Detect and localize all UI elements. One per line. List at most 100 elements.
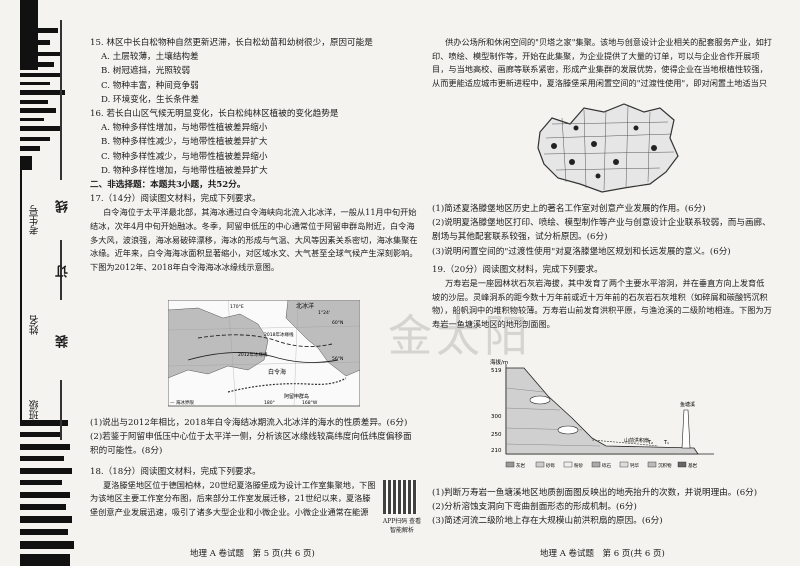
seal-word: 订 xyxy=(56,265,71,278)
q15-option: B. 树冠遮挡，光照较弱 xyxy=(101,66,191,77)
bering-sea-map: 北冰洋 白令海 阿留申群岛 2018年冰缘线 2012年冰缘线 — 海冰界限 6… xyxy=(168,300,360,407)
barcode-bar xyxy=(20,492,70,498)
q15-option: C. 物种丰富，种间竞争弱 xyxy=(101,80,199,91)
map-coord: 168°W xyxy=(302,400,318,406)
barcode-bar xyxy=(20,118,44,121)
barcode-bar xyxy=(20,108,56,113)
profile-feature: T₂ xyxy=(647,440,653,446)
q17-sub1: (1)说出与2012年相比，2018年白令海结冰期流入北冰洋的海水的性质差异。(… xyxy=(90,418,408,428)
map-label: 2012年冰缘线 xyxy=(238,351,268,358)
q18-material: 夏洛滕堡地区位于德国柏林，20世纪夏洛滕堡成为设计工作室集聚地，下图为该地区主要… xyxy=(90,479,376,517)
studio-markers xyxy=(551,125,657,179)
q16-stem: 16. 若长白山区气候无明显变化，长白松纯林区植被的变化趋势是 xyxy=(90,109,339,120)
left-column-lower: (1)说出与2012年相比，2018年白令海结冰期流入北冰洋的海水的性质差异。(… xyxy=(90,416,420,521)
barcode-bar xyxy=(20,28,58,33)
barcode-bar xyxy=(20,146,40,151)
barcode-bar xyxy=(20,468,72,474)
district-boundary xyxy=(537,103,679,193)
right-column: 供办公场所和休闲空间的"贝塔之家"集聚。该地与创意设计企业相关的配套服务产业，如… xyxy=(432,36,772,90)
barcode-bar xyxy=(20,456,64,461)
profile-feature: 山前洪积扇 xyxy=(624,437,649,444)
map-label: 白令海 xyxy=(268,368,286,376)
barcode-bar xyxy=(20,0,38,70)
barcode-bar xyxy=(20,62,54,67)
barcode-bar xyxy=(20,480,62,485)
q15-option: A. 土层较薄，土壤结构差 xyxy=(101,52,199,63)
barcode-bar xyxy=(20,516,72,523)
q19-stem: 19.（20分）阅读图文材料，完成下列要求。 xyxy=(432,264,603,275)
legend-item: 灰岩 xyxy=(516,462,525,469)
q18-sub1: (1)简述夏洛滕堡地区历史上的著名工作室对创意产业发展的作用。(6分) xyxy=(432,204,706,214)
seal-line xyxy=(60,20,62,180)
qr-code[interactable] xyxy=(383,480,417,514)
q17-stem: 17.（14分）阅读图文材料，完成下列要求。 xyxy=(90,194,261,205)
map-coord: 60°N xyxy=(332,320,343,326)
barcode-bar xyxy=(20,73,60,77)
qr-caption: APP扫码 查看智能解析 xyxy=(382,518,422,534)
map-coord: 1°24' xyxy=(318,310,330,316)
legend-item: 基岩 xyxy=(688,462,697,469)
terrain-profile: 海拔/m 210 250 300 519 山前洪积扇 鱼塘溪 T₁ T₂ 灰岩 … xyxy=(490,358,714,469)
q18-stem: 18.（18分）阅读图文材料，完成下列要求。 xyxy=(90,466,261,477)
map-label: 北冰洋 xyxy=(296,302,314,310)
asia-landmass xyxy=(168,307,269,379)
charlottenburg-map xyxy=(537,103,679,193)
q16-option: B. 物种多样性减少，与地带性植被差异扩大 xyxy=(101,137,268,148)
map-label: 2018年冰缘线 xyxy=(264,331,294,338)
profile-ytick: 250 xyxy=(491,432,502,438)
left-column: 15. 林区中长白松物种自然更新迟滞，长白松幼苗和幼树很少，原因可能是 A. 土… xyxy=(90,36,420,288)
seal-word: 装 xyxy=(56,335,71,348)
q16-option: C. 物种多样性减少，与地带性植被差异缩小 xyxy=(101,151,268,162)
seal-line xyxy=(60,240,62,300)
barcode-bar xyxy=(20,52,62,56)
cave-lower xyxy=(557,425,579,435)
ice-edge-2018 xyxy=(197,334,333,347)
profile-ytick: 210 xyxy=(491,448,502,454)
barcode-bar xyxy=(20,126,60,131)
q16-option: A. 物种多样性增加，与地带性植被差异缩小 xyxy=(101,123,268,134)
barcode-bar xyxy=(20,137,50,141)
q18-material-cont: 供办公场所和休闲空间的"贝塔之家"集聚。该地与创意设计企业相关的配套服务产业，如… xyxy=(432,37,772,88)
map-coord: 56°N xyxy=(332,356,343,362)
binding-line xyxy=(20,170,22,420)
q19-sub3: (3)简述河流二级阶地上存在大规模山前洪积扇的原因。(6分) xyxy=(432,516,663,527)
page-footer: 地理 A 卷试题 第 6 页(共 6 页) xyxy=(540,549,665,559)
barcode-bar xyxy=(20,504,66,510)
barcode-bar xyxy=(20,529,68,535)
limestone-hill xyxy=(505,367,699,455)
q17-material: 白令海位于太平洋最北部，其海冰通过白令海峡向北流入北冰洋，一般从11月中旬开始结… xyxy=(90,207,418,272)
name-label: 姓名 xyxy=(30,315,41,335)
q15-option: D. 环境变化，生长条件差 xyxy=(101,94,199,105)
barcode-bar xyxy=(20,554,70,566)
right-questions: (1)简述夏洛滕堡地区历史上的著名工作室对创意产业发展的作用。(6分) (2)说… xyxy=(432,202,772,345)
ice-edge-2012 xyxy=(187,352,339,363)
barcode-bar xyxy=(20,432,60,437)
legend-item: 砾石 xyxy=(602,462,611,469)
seal-word: 线 xyxy=(56,200,71,213)
q18-sub2: (2)说明夏洛滕堡地区打印、喷绘、模型制作等产业与创意设计企业联系较弱，而与画廊… xyxy=(432,218,771,243)
legend-item: 粉砂 xyxy=(574,462,583,469)
q15-stem: 15. 林区中长白松物种自然更新迟滞，长白松幼苗和幼树很少，原因可能是 xyxy=(90,38,373,48)
section-heading: 二、非选择题：本题共3小题，共52分。 xyxy=(90,180,246,191)
q19-sub2: (2)分析溶蚀支洞向下弯曲剖面形态的形成机制。(6分) xyxy=(432,502,637,513)
q16-option: D. 物种多样性增加，与地带性植被差异扩大 xyxy=(101,165,268,176)
legend-item: 砂砾 xyxy=(546,462,555,469)
profile-feature: T₁ xyxy=(663,440,669,446)
map-coord: 180° xyxy=(264,400,275,406)
barcode-bar xyxy=(20,444,70,450)
q19-material: 万寿岩是一座园林状石灰岩海拔，其中发育了两个主要水平溶洞，并在垂直方向上发育低坡… xyxy=(432,278,772,329)
map-coord: 170°E xyxy=(230,304,244,310)
q18-sub3: (3)说明闲置空间的"过渡性使用"对夏洛滕堡地区规划和长远发展的意义。(6分) xyxy=(432,246,731,257)
barcode-bar xyxy=(20,541,74,549)
map-legend: — 海冰界限 xyxy=(170,399,194,406)
q19-sub1: (1)判断万寿岩一鱼塘溪地区地质剖面图反映出的地壳抬升的次数，并说明理由。(6分… xyxy=(432,488,758,498)
barcode-bar xyxy=(20,156,32,170)
cave-upper xyxy=(529,395,551,405)
class-label: 班级 xyxy=(30,400,41,420)
river-bank xyxy=(681,409,691,449)
legend-item: 钙华 xyxy=(630,462,639,469)
seal-line xyxy=(60,380,62,440)
q19-questions: (1)判断万寿岩一鱼塘溪地区地质剖面图反映出的地壳抬升的次数，并说明理由。(6分… xyxy=(432,486,772,529)
barcode-bar xyxy=(20,90,65,95)
barcode-bar xyxy=(20,100,48,104)
